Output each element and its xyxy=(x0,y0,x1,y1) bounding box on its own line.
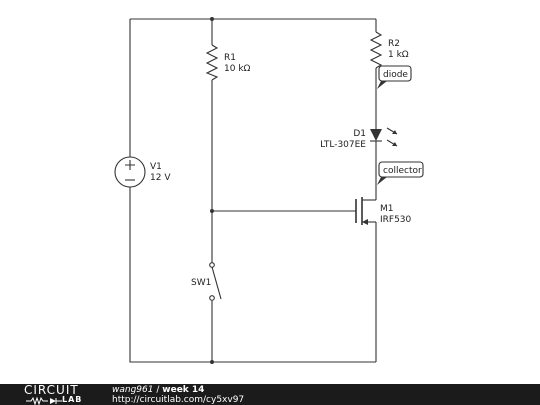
circuitlab-logo[interactable]: CIRCUIT LAB xyxy=(24,383,94,405)
sw1-name-label: SW1 xyxy=(191,278,211,288)
probe-diode-label: diode xyxy=(383,70,408,80)
mosfet-m1[interactable]: M1 IRF530 xyxy=(355,197,412,225)
d1-value-label: LTL-307EE xyxy=(320,140,366,150)
r1-value-label: 10 kΩ xyxy=(224,64,251,74)
probe-collector[interactable]: collector xyxy=(377,161,424,185)
v1-value-label: 12 V xyxy=(150,173,171,183)
m1-value-label: IRF530 xyxy=(380,215,412,225)
logo-text-lab: LAB xyxy=(62,395,83,404)
d1-name-label: D1 xyxy=(353,129,366,139)
author-link[interactable]: wang961 xyxy=(112,385,154,395)
logo-text-circuit: CIRCUIT xyxy=(24,383,79,397)
circuit-meta: wang961 / week 14 http://circuitlab.com/… xyxy=(112,385,244,405)
wires xyxy=(129,18,377,363)
probe-diode[interactable]: diode xyxy=(377,65,412,89)
breadcrumb-separator: / xyxy=(156,385,160,395)
logo-waveform-icon xyxy=(26,397,62,405)
switch-sw1[interactable]: SW1 xyxy=(191,262,222,301)
circuit-title[interactable]: week 14 xyxy=(162,385,205,395)
r1-name-label: R1 xyxy=(224,53,236,63)
resistor-r1[interactable]: R1 10 kΩ xyxy=(205,44,251,81)
r2-value-label: 1 kΩ xyxy=(388,50,409,60)
light-emission-arrows-icon xyxy=(386,127,398,147)
led-d1[interactable]: D1 LTL-307EE xyxy=(320,127,398,150)
circuit-url[interactable]: http://circuitlab.com/cy5xv97 xyxy=(112,395,245,405)
v1-name-label: V1 xyxy=(150,162,162,172)
footer-bar: CIRCUIT LAB wang961 / week 14 http://cir… xyxy=(0,384,540,405)
junction-dot xyxy=(210,360,214,364)
circuit-schematic: V1 12 V R1 10 kΩ R2 1 kΩ diode D1 LTL-30… xyxy=(114,17,424,364)
junction-dot xyxy=(210,17,214,21)
resistor-r2[interactable]: R2 1 kΩ xyxy=(369,31,409,69)
m1-name-label: M1 xyxy=(380,204,394,214)
junction-dot xyxy=(210,209,214,213)
voltage-source-v1[interactable]: V1 12 V xyxy=(114,156,171,188)
probe-collector-label: collector xyxy=(383,166,422,176)
r2-name-label: R2 xyxy=(388,39,400,49)
